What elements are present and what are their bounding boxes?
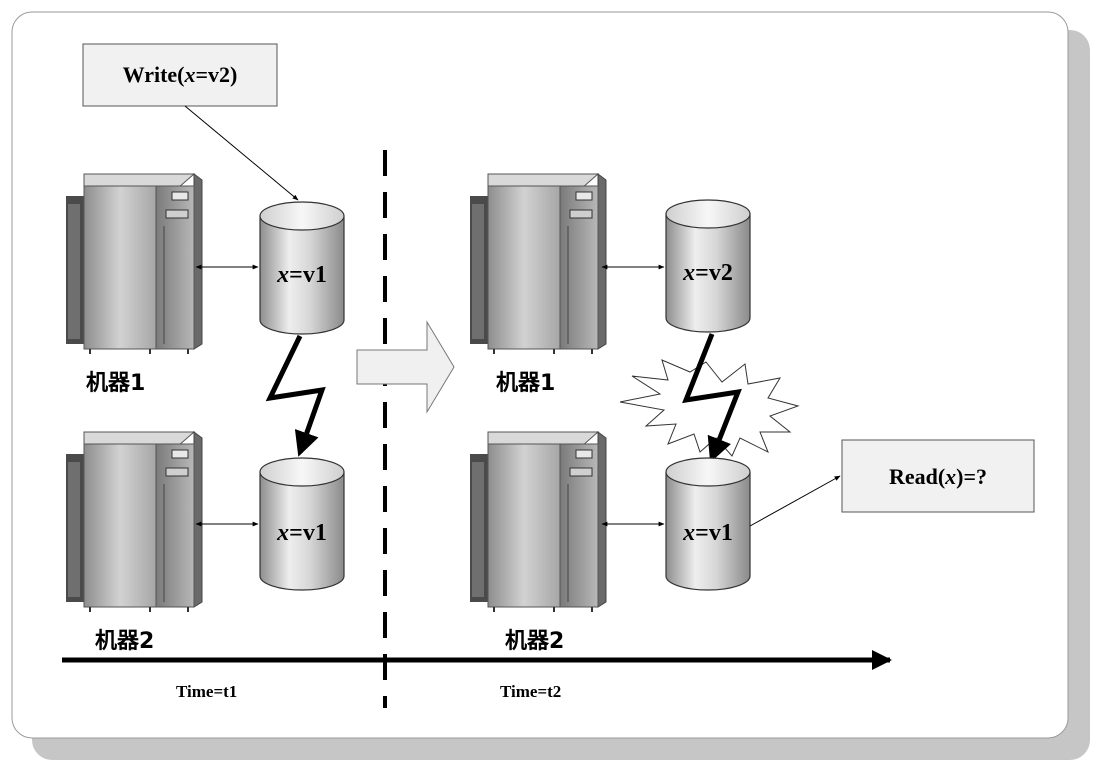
replication-bolt-t2 [682,333,742,463]
read-pointer-line [749,475,841,527]
database-value-machine1-t1: x=v1 [276,262,327,288]
write-operation-box [82,43,278,107]
transition-arrow-icon [356,320,455,414]
machine1-t1-label: 机器1 [86,371,145,396]
replication-bolt-t1 [265,334,326,457]
database-value-machine2-t1: x=v1 [276,520,327,546]
read-operation-box [841,439,1035,513]
time-t2-label: Time=t2 [500,682,561,701]
write-operation-label: Write(x=v2) [123,62,238,87]
read-operation-label: Read(x)=? [889,464,987,489]
database-value-machine1-t2: x=v2 [682,260,733,286]
server-icon-machine2-t1 [65,431,203,613]
machine1-t2-label: 机器1 [496,371,555,396]
write-pointer-line [184,105,299,201]
machine2-t2-label: 机器2 [505,629,564,654]
server-icon-machine1-t1 [65,173,203,355]
machine2-t1-label: 机器2 [95,629,154,654]
server-icon-machine1-t2 [469,173,607,355]
time-t1-label: Time=t1 [176,682,237,701]
database-value-machine2-t2: x=v1 [682,520,733,546]
server-icon-machine2-t2 [469,431,607,613]
